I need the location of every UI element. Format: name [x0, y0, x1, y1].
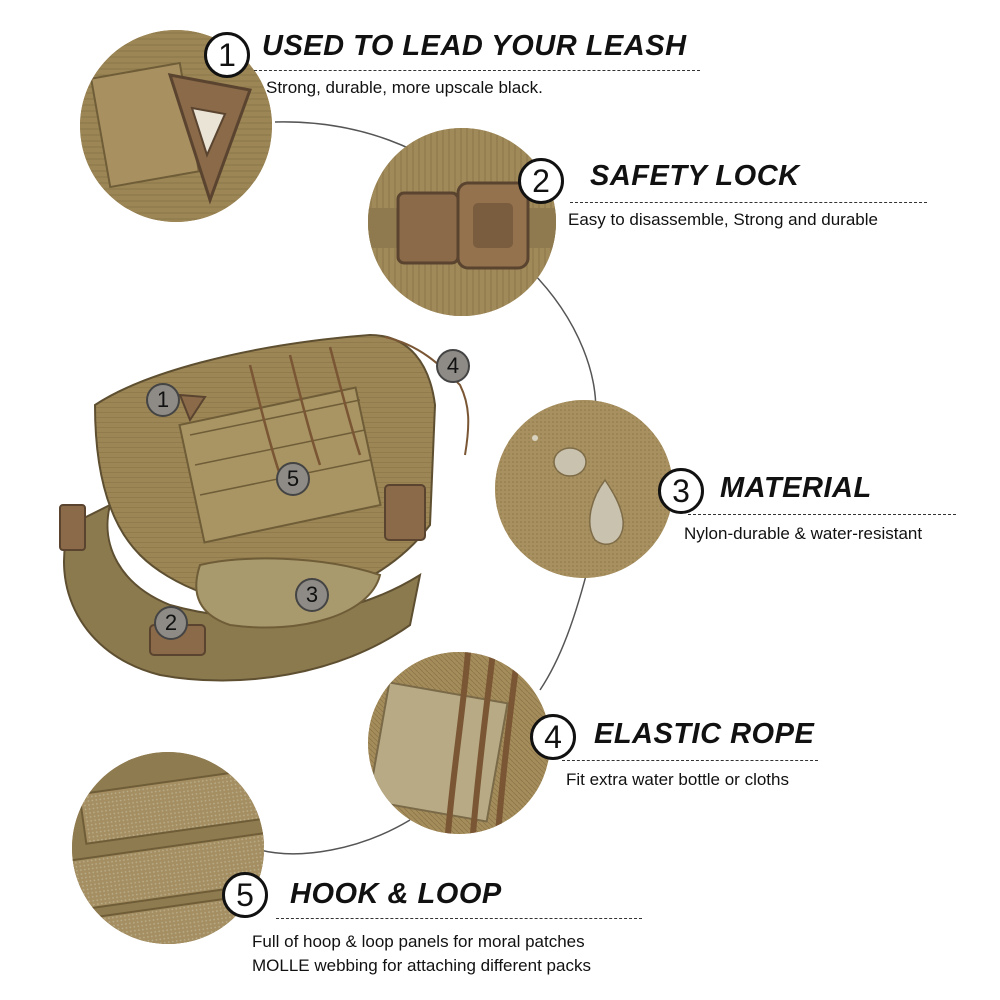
material-photo — [495, 400, 673, 578]
feature-4-description: Fit extra water bottle or cloths — [566, 770, 789, 789]
feature-2-divider — [570, 202, 927, 203]
harness-marker-5: 5 — [276, 462, 310, 496]
feature-4-number: 4 — [530, 714, 576, 760]
feature-1-number: 1 — [204, 32, 250, 78]
harness-marker-4: 4 — [436, 349, 470, 383]
feature-1-description: Strong, durable, more upscale black. — [266, 78, 543, 97]
feature-3-divider — [688, 514, 956, 515]
leash-ring-photo — [80, 30, 272, 222]
feature-3-title: MATERIAL — [720, 472, 872, 504]
feature-2-title: SAFETY LOCK — [590, 160, 800, 192]
feature-3-description: Nylon-durable & water-resistant — [684, 524, 923, 543]
harness-marker-2: 2 — [154, 606, 188, 640]
feature-2-description: Easy to disassemble, Strong and durable — [568, 210, 878, 229]
feature-5-description-line-1: Full of hoop & loop panels for moral pat… — [252, 932, 585, 951]
feature-5-title: HOOK & LOOP — [290, 878, 502, 910]
harness-marker-3: 3 — [295, 578, 329, 612]
elastic-rope-photo — [368, 652, 550, 834]
feature-5-number: 5 — [222, 872, 268, 918]
feature-1-title: USED TO LEAD YOUR LEASH — [262, 30, 687, 62]
feature-5-description-line-2: MOLLE webbing for attaching different pa… — [252, 956, 591, 975]
feature-3-number: 3 — [658, 468, 704, 514]
feature-4-divider — [562, 760, 818, 761]
safety-lock-photo — [368, 128, 556, 316]
feature-4-title: ELASTIC ROPE — [594, 718, 815, 750]
feature-5-divider — [276, 918, 642, 919]
harness-marker-1: 1 — [146, 383, 180, 417]
feature-2-number: 2 — [518, 158, 564, 204]
feature-1-divider — [254, 70, 700, 71]
harness-image — [40, 325, 480, 715]
